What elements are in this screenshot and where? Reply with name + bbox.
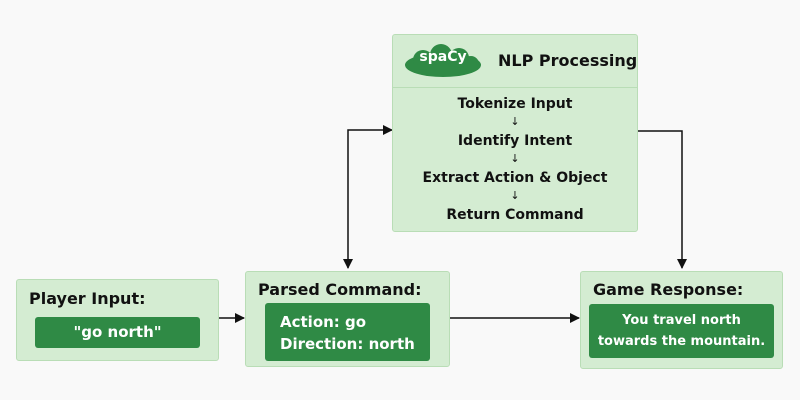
- player-input-value: "go north": [35, 317, 200, 348]
- nlp-title: NLP Processing: [498, 51, 638, 70]
- game-response-title: Game Response:: [593, 280, 744, 299]
- parsed-command-box: Parsed Command: Action: go Direction: no…: [245, 271, 450, 367]
- nlp-header: spaCy NLP Processing: [393, 35, 637, 88]
- spacy-logo-icon: [405, 44, 481, 77]
- parsed-direction-line: Direction: north: [280, 335, 415, 353]
- nlp-step-extract: Extract Action & Object: [422, 170, 608, 186]
- spacy-logo-text: spaCy: [419, 49, 467, 65]
- game-response-line-1: You travel north: [622, 313, 741, 328]
- nlp-step-intent: Identify Intent: [457, 133, 573, 149]
- parsed-command-values: Action: go Direction: north: [265, 303, 430, 361]
- arrow-parsed-nlp-bidirectional: [343, 125, 393, 269]
- player-input-box: Player Input: "go north": [16, 279, 219, 361]
- player-input-title: Player Input:: [29, 289, 146, 308]
- nlp-step-return: Return Command: [446, 207, 584, 223]
- down-arrow-icon: ↓: [510, 189, 520, 202]
- parsed-action-line: Action: go: [280, 313, 367, 331]
- nlp-processing-box: spaCy NLP Processing Tokenize Input ↓ Id…: [392, 34, 638, 232]
- game-response-text: You travel north towards the mountain.: [589, 304, 774, 358]
- parsed-command-title: Parsed Command:: [258, 280, 422, 299]
- arrow-nlp-to-response: [638, 130, 687, 269]
- down-arrow-icon: ↓: [510, 115, 520, 128]
- game-response-line-2: towards the mountain.: [597, 334, 766, 349]
- nlp-step-tokenize: Tokenize Input: [457, 96, 573, 112]
- down-arrow-icon: ↓: [510, 152, 520, 165]
- game-response-box: Game Response: You travel north towards …: [580, 271, 783, 369]
